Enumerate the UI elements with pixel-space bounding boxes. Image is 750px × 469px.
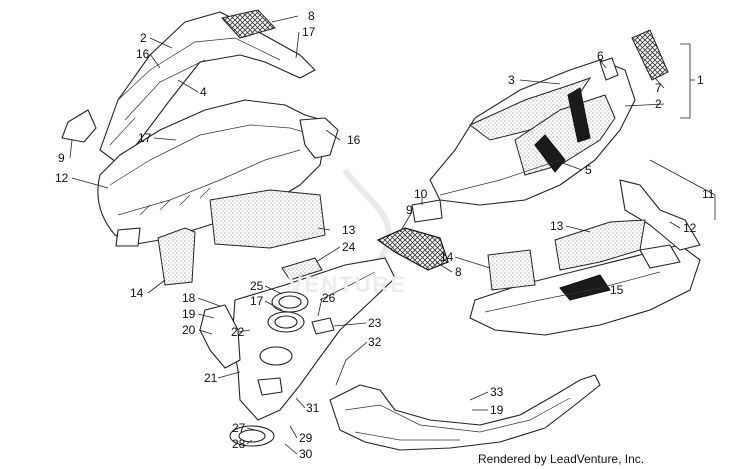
- callout: 19: [490, 403, 504, 417]
- callout: 18: [182, 291, 196, 305]
- callout: 14: [130, 286, 144, 300]
- watermark-text: VENTURE: [288, 272, 408, 297]
- callout: 11: [702, 187, 715, 201]
- callout: 17: [250, 294, 264, 308]
- render-credit: Rendered by LeadVenture, Inc.: [478, 452, 645, 466]
- callout: 17: [138, 131, 152, 145]
- leader-lines: [69, 15, 716, 455]
- callout: 12: [55, 171, 69, 185]
- callout: 16: [136, 47, 150, 61]
- callout: 5: [585, 163, 592, 177]
- callout: 30: [299, 447, 313, 461]
- callout: 4: [200, 85, 207, 99]
- callout: 8: [455, 265, 462, 279]
- callout: 12: [683, 221, 697, 235]
- hood-lower-left: [61, 99, 339, 247]
- callout: 7: [655, 81, 662, 95]
- belly-pan-lower: [329, 374, 601, 451]
- side-panel-lower-right: [469, 179, 701, 336]
- callout: 33: [490, 385, 504, 399]
- callout: 29: [299, 431, 313, 445]
- hood-insulation-pads-left: [157, 189, 326, 286]
- callout: 8: [308, 9, 315, 23]
- callout: 10: [414, 187, 428, 201]
- callout: 2: [140, 31, 147, 45]
- callout: 22: [231, 325, 245, 339]
- callout: 28: [232, 437, 246, 451]
- callout: 14: [440, 250, 454, 264]
- callout: 32: [368, 335, 382, 349]
- callout: 25: [250, 279, 264, 293]
- callout: 31: [306, 401, 320, 415]
- hood-upper-left: [99, 9, 316, 166]
- callout: 16: [347, 133, 361, 147]
- callout: 9: [58, 151, 65, 165]
- callout: 15: [610, 283, 624, 297]
- callout: 27: [232, 421, 246, 435]
- callout: 21: [204, 371, 218, 385]
- callout: 24: [342, 240, 356, 254]
- callout: 19: [182, 307, 196, 321]
- callout: 17: [302, 25, 316, 39]
- callout: 26: [322, 291, 336, 305]
- callout: 9: [406, 203, 413, 217]
- callout: 13: [342, 223, 356, 237]
- callout: 23: [368, 316, 382, 330]
- small-bracket-parts: [376, 199, 449, 271]
- callout: 2: [655, 97, 662, 111]
- callout: 3: [508, 73, 515, 87]
- callout: 1: [697, 73, 704, 87]
- callout: 20: [182, 323, 196, 337]
- center-console-pan: [199, 257, 396, 447]
- side-panel-upper-right: [429, 29, 669, 206]
- callout: 13: [550, 219, 564, 233]
- callout-labels: 8 17 2 16 4 17 16 9 12 13 24 14 6 3 7 2 …: [55, 9, 715, 461]
- callout: 6: [597, 49, 604, 63]
